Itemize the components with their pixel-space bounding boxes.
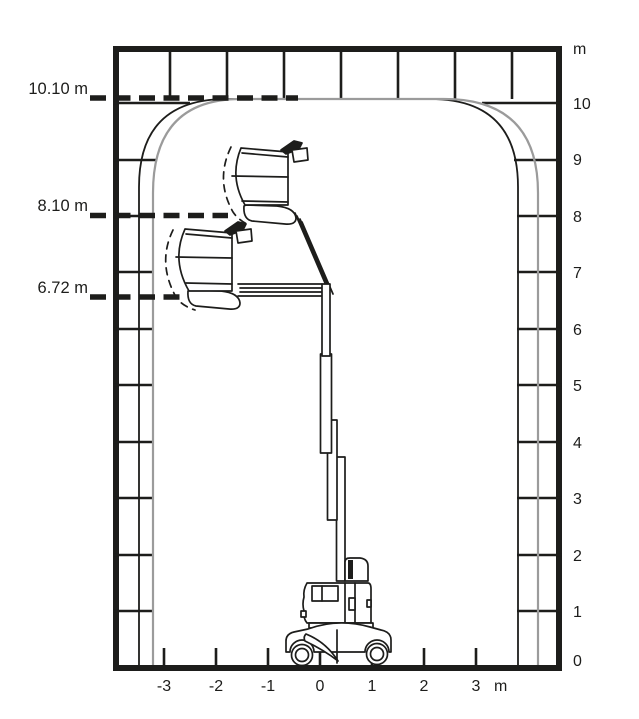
svg-text:8: 8 [573, 209, 582, 226]
x-axis-unit: m [494, 678, 507, 695]
svg-text:3: 3 [472, 678, 481, 695]
lower-basket-foot [187, 289, 241, 310]
envelope-line-gray [151, 97, 540, 665]
mast-housing-bar [348, 560, 353, 579]
upper-basket-swing-arc [222, 146, 252, 227]
y-axis-unit: m [573, 41, 586, 58]
turret-window [311, 585, 339, 602]
meter-gridlines-left [113, 101, 190, 613]
svg-text:2: 2 [573, 548, 582, 565]
turret-latch [348, 597, 356, 611]
svg-text:0: 0 [316, 678, 325, 695]
svg-text:3: 3 [573, 491, 582, 508]
svg-text:2: 2 [420, 678, 429, 695]
upper-basket-low-rail [241, 200, 289, 203]
svg-text:-3: -3 [157, 678, 171, 695]
lower-basket-console [224, 221, 247, 236]
height-marker-lines [90, 95, 298, 300]
svg-text:6: 6 [573, 322, 582, 339]
x-axis-tick-labels: -3 -2 -1 0 1 2 3 [157, 678, 481, 695]
svg-text:5: 5 [573, 378, 582, 395]
svg-text:9: 9 [573, 152, 582, 169]
svg-text:1: 1 [573, 604, 582, 621]
wall-outer-border [113, 46, 562, 671]
lower-basket-body [178, 228, 233, 292]
lower-jib [237, 283, 323, 297]
turret-left-handle [300, 610, 307, 618]
lower-basket [175, 221, 253, 310]
upper-basket-foot [243, 204, 297, 225]
svg-text:-2: -2 [209, 678, 223, 695]
height-label-6-72: 6.72 m [38, 279, 88, 297]
chassis [285, 622, 392, 667]
left-wheel-hub [294, 647, 310, 663]
envelope-boundary [138, 97, 540, 665]
svg-text:4: 4 [573, 435, 582, 452]
mast-lift-illustration [164, 140, 392, 667]
meter-gridlines-right [482, 101, 562, 613]
height-label-10-10: 10.10 m [28, 80, 88, 98]
upper-basket-console-box [291, 147, 309, 163]
svg-text:1: 1 [368, 678, 377, 695]
upper-basket-console [280, 140, 303, 155]
lower-basket-swing-arc [164, 229, 196, 311]
y-axis-tick-labels: 10 9 8 7 6 5 4 3 2 1 0 [573, 96, 591, 670]
height-label-8-10: 8.10 m [38, 197, 88, 215]
telescopic-mast [319, 283, 346, 582]
lower-basket-low-rail [185, 282, 233, 285]
labels: 10.10 m 8.10 m 6.72 m m 10 9 8 7 6 5 4 3… [28, 41, 591, 695]
lower-basket-console-box [235, 228, 253, 244]
svg-text:7: 7 [573, 265, 582, 282]
lower-basket-top-rail [185, 233, 233, 239]
chassis-fender-swoosh [303, 633, 339, 662]
svg-text:10: 10 [573, 96, 591, 113]
upper-basket-mid-rail [231, 175, 289, 178]
svg-text:0: 0 [573, 653, 582, 670]
turret-side-handle [366, 599, 372, 608]
lower-basket-mid-rail [175, 256, 233, 259]
upper-basket [231, 140, 309, 225]
svg-text:-1: -1 [261, 678, 275, 695]
upper-jib [294, 212, 334, 295]
right-wheel-hub [369, 646, 385, 662]
wall-top-dividers [168, 52, 514, 99]
upper-basket-top-rail [241, 152, 289, 158]
